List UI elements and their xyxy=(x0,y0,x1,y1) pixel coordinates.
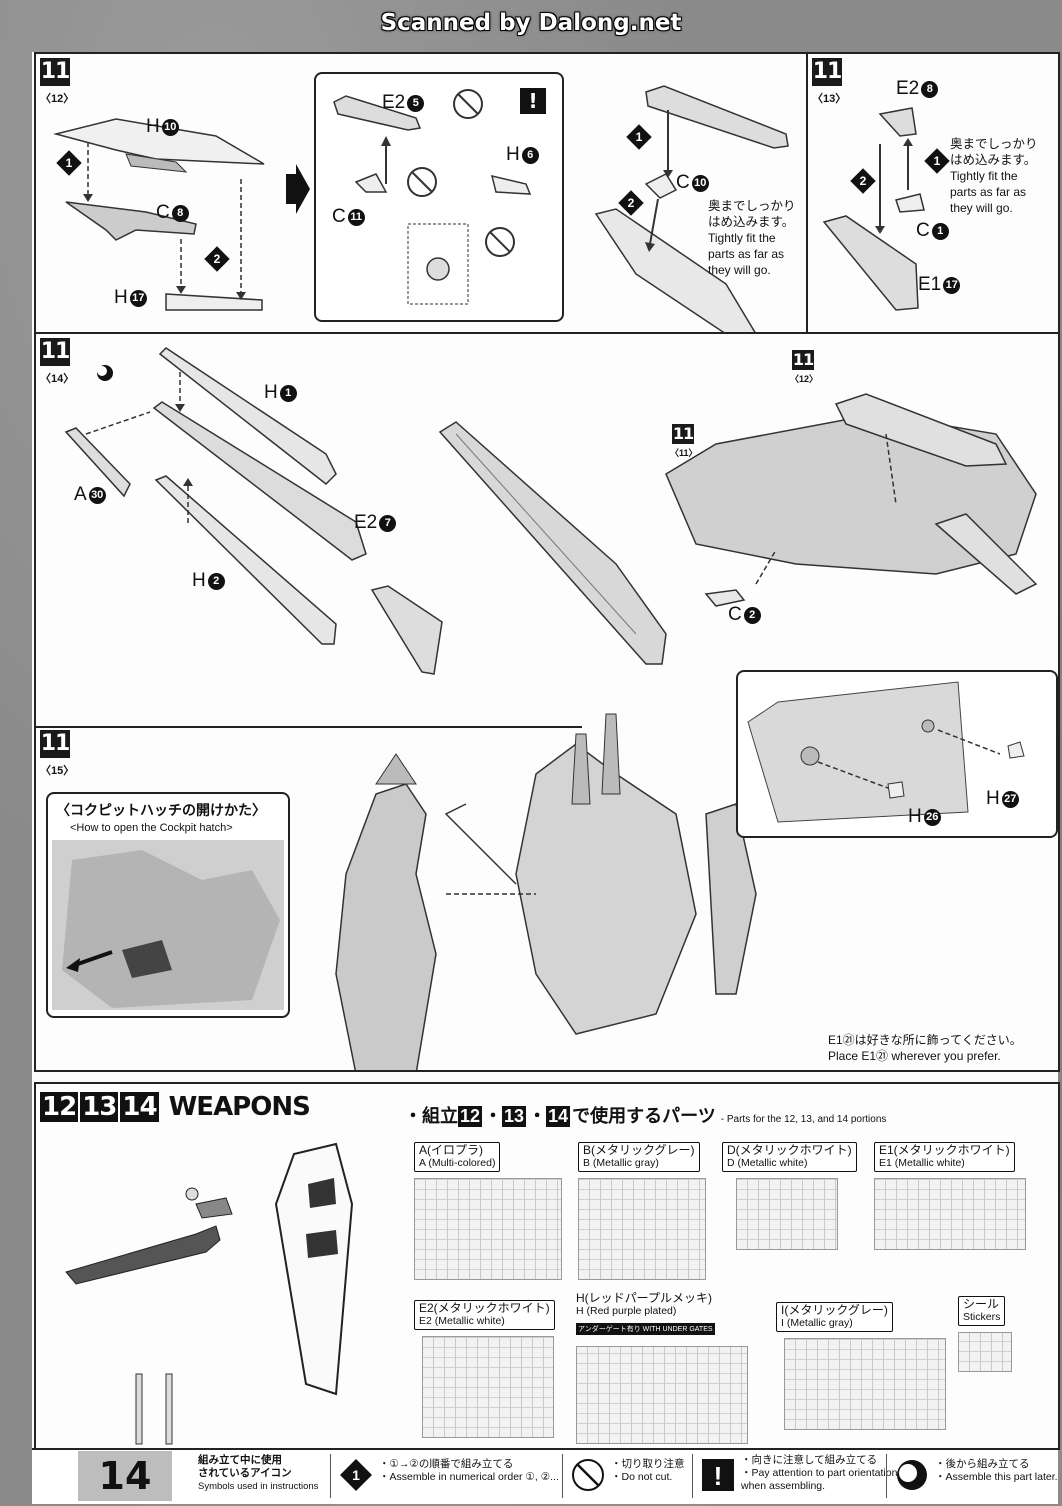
step-order-1b-icon: 1 xyxy=(626,124,652,150)
symbol-assemble-later: ・後から組み立てる ・Assemble this part later. xyxy=(886,1454,1058,1498)
step-badge-11-c: 11 xyxy=(40,338,70,366)
runner-i-image xyxy=(784,1338,946,1430)
step-badge-11-b: 11 xyxy=(812,58,842,86)
symbol-numerical-order: 1 ・①→②の順番で組み立てる ・Assemble in numerical o… xyxy=(330,1454,561,1498)
runner-d-image xyxy=(736,1178,838,1250)
cockpit-hatch-photo xyxy=(52,840,284,1010)
runner-e2-image xyxy=(422,1336,554,1438)
cut-caution-icon xyxy=(572,1459,604,1491)
exclamation-icon: ! xyxy=(702,1459,734,1491)
part-e2-5-diagram: ! xyxy=(333,88,546,305)
gundam-backpack-diagram xyxy=(335,713,757,1070)
weapons-diagram xyxy=(65,1142,354,1445)
part-h26-h27-diagram xyxy=(747,681,1025,823)
assemble-later-icon-legend xyxy=(897,1460,927,1490)
runner-e2: E2(メタリックホワイト)E2 (Metallic white) xyxy=(414,1300,555,1330)
scan-watermark: Scanned by Dalong.net xyxy=(380,10,682,36)
runner-b: B(メタリックグレー)B (Metallic gray) xyxy=(578,1142,700,1172)
substep-14-label: 〈14〉 xyxy=(40,373,75,385)
runner-h-image xyxy=(576,1346,748,1444)
runner-e1: E1(メタリックホワイト)E1 (Metallic white) xyxy=(874,1142,1015,1172)
runner-h: H(レッドパープルメッキ)H (Red purple plated) アンダーゲ… xyxy=(576,1291,715,1335)
substep-12-label: 〈12〉 xyxy=(40,93,75,105)
panel-divider xyxy=(806,54,808,332)
large-wing-diagram xyxy=(438,421,667,665)
runner-b-image xyxy=(578,1178,706,1280)
symbol-cut-caution: ・切り取り注意 ・Do not cut. xyxy=(562,1454,691,1498)
runner-e1-image xyxy=(874,1178,1026,1250)
runner-i: I(メタリックグレー)I (Metallic gray) xyxy=(776,1302,893,1332)
assemble-later-icon xyxy=(97,365,113,381)
part-h1-h2-wing-diagram xyxy=(64,347,443,675)
step-order-1-icon: 1 xyxy=(56,150,82,176)
svg-text:!: ! xyxy=(714,1461,723,1491)
tight-fit-note-a: 奥までしっかり はめ込みます。 Tightly fit the parts as… xyxy=(708,199,796,277)
substep-13-label: 〈13〉 xyxy=(812,93,847,105)
step-order-2-icon: 2 xyxy=(204,246,230,272)
under-gate-badge: アンダーゲート有り WITH UNDER GATES xyxy=(576,1323,715,1335)
svg-text:1: 1 xyxy=(352,1467,360,1483)
step-order-2b-icon: 2 xyxy=(618,190,644,216)
page-number: 14 xyxy=(78,1451,172,1501)
step-order-2c-icon: 2 xyxy=(850,168,876,194)
step-ref-11-11: 11 xyxy=(672,424,694,444)
runner-a-image xyxy=(414,1178,562,1280)
numerical-order-icon: 1 xyxy=(340,1459,372,1491)
step-badge-11-a: 11 xyxy=(40,58,70,86)
place-e1-21-note: E1㉑は好きな所に飾ってください。 Place E1㉑ wherever you… xyxy=(828,1033,1022,1063)
cockpit-hatch-subpanel: 〈コクピットハッチの開けかた〉 <How to open the Cockpit… xyxy=(46,792,290,1018)
substep-15-label: 〈15〉 xyxy=(40,765,75,777)
hatch-title-jp: 〈コクピットハッチの開けかた〉 xyxy=(56,802,266,818)
runner-stickers-image xyxy=(958,1332,1012,1372)
proceed-arrow-icon xyxy=(286,164,310,214)
part-c10-assembly-diagram xyxy=(594,85,789,332)
step-ref-11-sub: 〈11〉 xyxy=(670,448,698,458)
runner-d: D(メタリックホワイト)D (Metallic white) xyxy=(722,1142,857,1172)
tight-fit-note-b: 奥までしっかり はめ込みます。 Tightly fit the parts as… xyxy=(950,137,1038,215)
runner-a: A(イロプラ)A (Multi-colored) xyxy=(414,1142,501,1172)
hatch-title-en: <How to open the Cockpit hatch> xyxy=(70,822,233,834)
symbols-legend-title: 組み立て中に使用 されているアイコン Symbols used in instr… xyxy=(198,1454,319,1492)
svg-text:!: ! xyxy=(528,89,537,113)
step-order-1c-icon: 1 xyxy=(924,148,950,174)
part-h10-wing-diagram xyxy=(53,118,265,311)
step-ref-12-sub: 〈12〉 xyxy=(790,374,819,384)
step-ref-11-12: 11 xyxy=(792,350,814,370)
symbols-footer: 組み立て中に使用 されているアイコン Symbols used in instr… xyxy=(32,1448,1058,1504)
step-badge-11-d: 11 xyxy=(40,730,70,758)
symbol-orientation: ! ・向きに注意して組み立てる ・Pay attention to part o… xyxy=(692,1454,897,1498)
section-divider xyxy=(36,726,582,728)
part-e1-17-diagram xyxy=(822,107,925,311)
backpack-assembly-diagram xyxy=(665,393,1038,607)
